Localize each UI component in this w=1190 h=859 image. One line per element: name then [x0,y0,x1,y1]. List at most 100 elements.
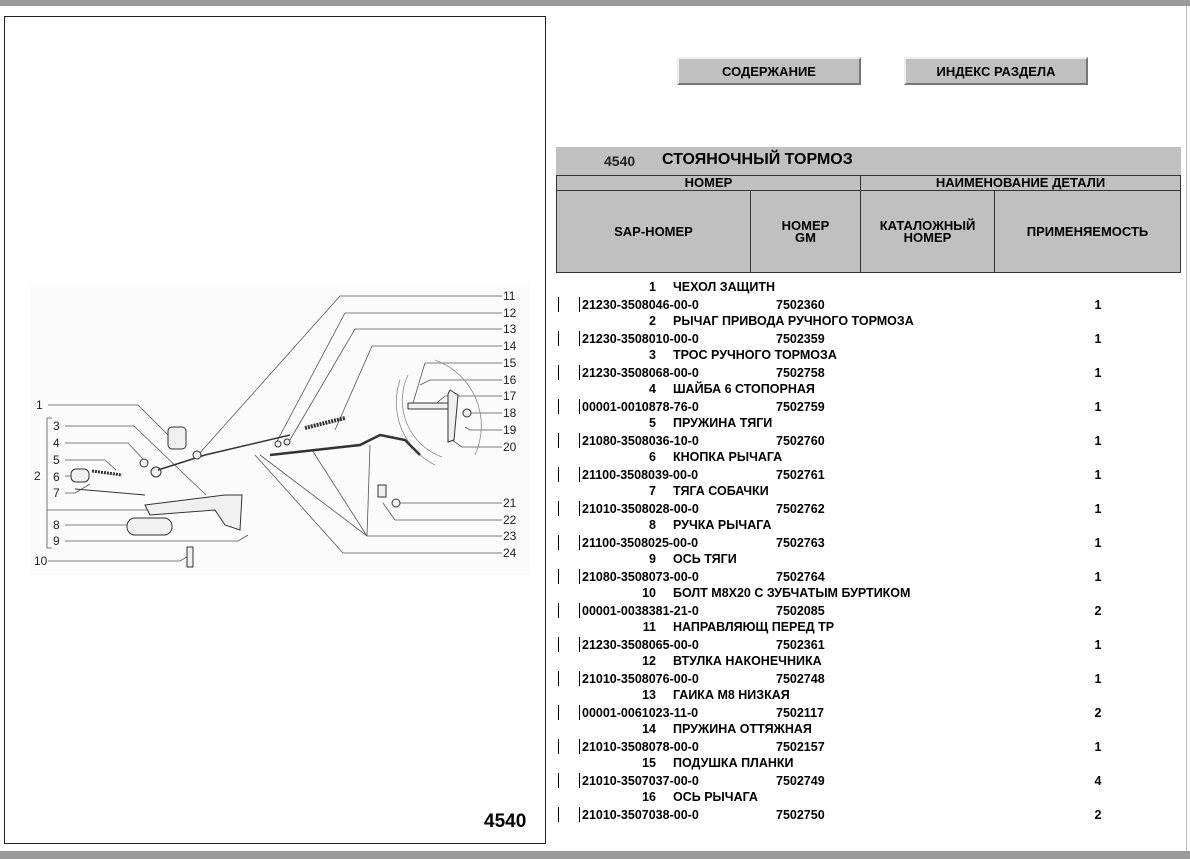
part-name: КНОПКА РЫЧАГА [673,450,783,464]
right-border [1186,6,1187,851]
part-position: 11 [642,620,656,634]
row-divider [579,739,580,754]
part-row[interactable]: 21230-3508065-00-0 7502361 1 [556,636,1181,653]
contents-button[interactable]: СОДЕРЖАНИЕ [677,57,861,85]
part-row[interactable]: 21230-3508068-00-0 7502758 1 [556,364,1181,381]
applicability-qty: 2 [1094,808,1102,822]
section-number: 4540 [604,153,636,169]
section-title-band: 4540 СТОЯНОЧНЫЙ ТОРМОЗ [556,147,1181,175]
part-row[interactable]: 00001-0010878-76-0 7502759 1 [556,398,1181,415]
row-divider [579,535,580,550]
gm-number: 7502762 [776,502,825,516]
callout-19: 19 [503,423,517,437]
part-name: НАПРАВЛЯЮЩ ПЕРЕД ТР [673,620,835,634]
part-row[interactable]: 21010-3508078-00-0 7502157 1 [556,738,1181,755]
part-row[interactable]: 21100-3508039-00-0 7502761 1 [556,466,1181,483]
row-divider [579,331,580,346]
row-marker [558,399,559,414]
header-applicability: ПРИМЕНЯЕМОСТЬ [994,190,1181,273]
gm-number: 7502117 [776,706,824,720]
diagram-panel [4,16,546,844]
applicability-qty: 1 [1094,468,1102,482]
part-name: ТЯГА СОБАЧКИ [673,484,769,498]
sap-number: 21010-3507038-00-0 [582,808,699,822]
callout-22: 22 [503,513,517,527]
part-row[interactable]: 21230-3508046-00-0 7502360 1 [556,296,1181,313]
row-marker [558,637,559,652]
part-position: 10 [642,586,656,600]
callout-24: 24 [503,546,517,560]
callout-16: 16 [503,373,517,387]
gm-number: 7502763 [776,536,825,550]
part-name: РЫЧАГ ПРИВОДА РУЧНОГО ТОРМОЗА [673,314,914,328]
header-number-group: НОМЕР [556,175,861,191]
part-row[interactable]: 21010-3508076-00-0 7502748 1 [556,670,1181,687]
section-title: СТОЯНОЧНЫЙ ТОРМОЗ [662,151,853,168]
part-row[interactable]: 21010-3507038-00-0 7502750 2 [556,806,1181,823]
sap-number: 00001-0010878-76-0 [582,400,699,414]
applicability-qty: 1 [1094,638,1102,652]
part-name: ПРУЖИНА ТЯГИ [673,416,773,430]
row-divider [579,773,580,788]
part-row[interactable]: 00001-0038381-21-0 7502085 2 [556,602,1181,619]
part-title-row: 7 ТЯГА СОБАЧКИ [556,483,1181,500]
gm-number: 7502360 [776,298,825,312]
row-divider [579,501,580,516]
part-row[interactable]: 21230-3508010-00-0 7502359 1 [556,330,1181,347]
row-marker [558,603,559,618]
applicability-qty: 2 [1094,604,1102,618]
gm-number: 7502748 [776,672,825,686]
gm-number: 7502758 [776,366,825,380]
gm-number: 7502761 [776,468,825,482]
part-title-row: 2 РЫЧАГ ПРИВОДА РУЧНОГО ТОРМОЗА [556,313,1181,330]
part-row[interactable]: 00001-0061023-11-0 7502117 2 [556,704,1181,721]
gm-number: 7502361 [776,638,825,652]
part-title-row: 11 НАПРАВЛЯЮЩ ПЕРЕД ТР [556,619,1181,636]
callout-17: 17 [503,389,517,403]
gm-number: 7502760 [776,434,825,448]
part-row[interactable]: 21010-3507037-00-0 7502749 4 [556,772,1181,789]
part-title-row: 10 БОЛТ М8Х20 С ЗУБЧАТЫМ БУРТИКОМ [556,585,1181,602]
gm-number: 7502085 [776,604,825,618]
row-marker [558,807,559,822]
section-index-button[interactable]: ИНДЕКС РАЗДЕЛА [904,57,1088,85]
part-position: 2 [649,314,656,328]
part-name: ВТУЛКА НАКОНЕЧНИКА [673,654,822,668]
sap-number: 21100-3508025-00-0 [582,536,699,550]
exploded-view-drawing: 1 2 3 4 5 6 7 8 9 10 11 12 13 14 15 16 1… [34,289,517,568]
part-row[interactable]: 21100-3508025-00-0 7502763 1 [556,534,1181,551]
part-name: ПОДУШКА ПЛАНКИ [673,756,794,770]
applicability-qty: 1 [1094,400,1102,414]
part-title-row: 8 РУЧКА РЫЧАГА [556,517,1181,534]
sap-number: 21230-3508010-00-0 [582,332,699,346]
bottom-bar [0,851,1190,859]
row-marker [558,773,559,788]
callout-6: 6 [53,470,60,484]
part-title-row: 15 ПОДУШКА ПЛАНКИ [556,755,1181,772]
part-position: 6 [649,450,656,464]
part-row[interactable]: 21010-3508028-00-0 7502762 1 [556,500,1181,517]
part-name: БОЛТ М8Х20 С ЗУБЧАТЫМ БУРТИКОМ [673,586,911,600]
part-name: ЧЕХОЛ ЗАЩИТН [673,280,776,294]
row-divider [579,637,580,652]
sap-number: 21080-3508036-10-0 [582,434,699,448]
part-position: 1 [649,280,656,294]
part-title-row: 5 ПРУЖИНА ТЯГИ [556,415,1181,432]
part-title-row: 1 ЧЕХОЛ ЗАЩИТН [556,279,1181,296]
sap-number: 21010-3508028-00-0 [582,502,699,516]
part-row[interactable]: 21080-3508036-10-0 7502760 1 [556,432,1181,449]
row-divider [579,433,580,448]
part-position: 8 [649,518,656,532]
row-marker [558,671,559,686]
sap-number: 21230-3508046-00-0 [582,298,699,312]
gm-number: 7502759 [776,400,825,414]
row-divider [579,467,580,482]
row-marker [558,705,559,720]
diagram-callouts: 1 2 3 4 5 6 7 8 9 10 11 12 13 14 15 16 1… [34,289,517,568]
applicability-qty: 1 [1094,298,1102,312]
row-marker [558,535,559,550]
parts-table-header: НОМЕР НАИМЕНОВАНИЕ ДЕТАЛИ SAP-НОМЕР НОМЕ… [556,175,1181,273]
row-marker [558,739,559,754]
part-row[interactable]: 21080-3508073-00-0 7502764 1 [556,568,1181,585]
row-divider [579,671,580,686]
